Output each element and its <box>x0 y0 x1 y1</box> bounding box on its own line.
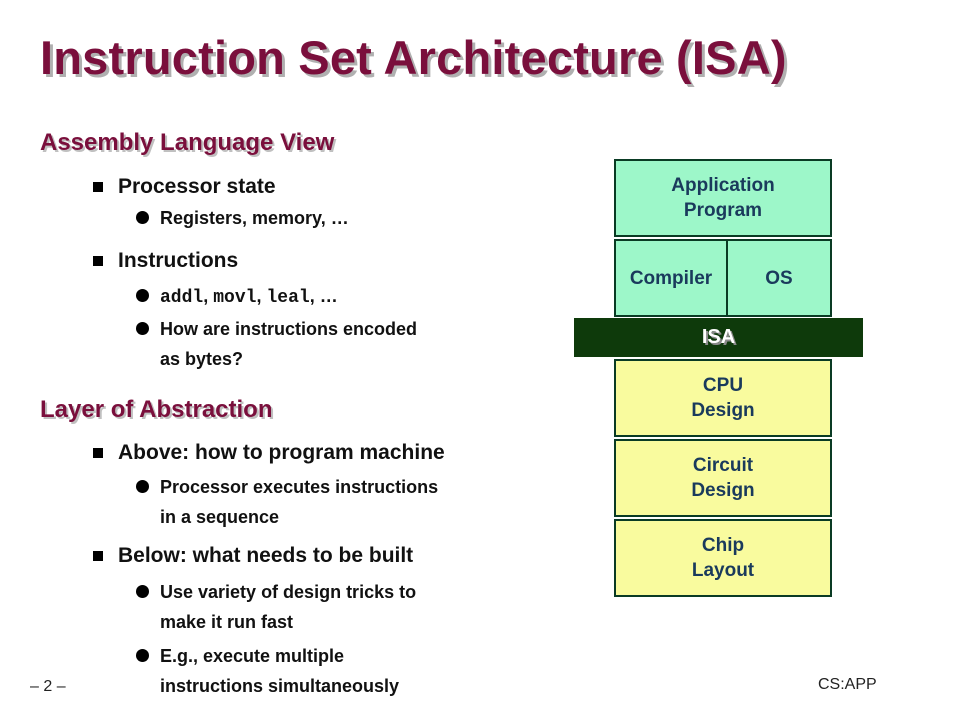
code-addl: addl <box>160 288 204 308</box>
code-movl: movl <box>213 288 257 308</box>
layer-circuit-design: Circuit Design <box>614 439 832 517</box>
bullet-text: Instructions <box>118 249 239 272</box>
subbullet-text: Registers, memory, … <box>160 208 349 228</box>
page-number: – 2 – <box>30 678 66 695</box>
layer-os: OS <box>726 239 832 317</box>
layer-chip-layout: Chip Layout <box>614 519 832 597</box>
layer-isa: ISA <box>574 318 863 357</box>
subbullet-text: How are instructions encoded as bytes? <box>160 319 418 369</box>
square-bullet-icon <box>93 551 103 561</box>
round-bullet-icon <box>136 289 149 302</box>
round-bullet-icon <box>136 649 149 662</box>
round-bullet-icon <box>136 322 149 335</box>
subbullet-text: Processor executes instructions in a seq… <box>160 477 439 527</box>
code-leal: leal <box>266 288 310 308</box>
square-bullet-icon <box>93 448 103 458</box>
bullet-text: Above: how to program machine <box>118 441 445 464</box>
layer-compiler: Compiler <box>614 239 728 317</box>
layer-cpu-design: CPU Design <box>614 359 832 437</box>
layer-application-program: Application Program <box>614 159 832 237</box>
subbullet-text: Use variety of design tricks to make it … <box>160 582 417 632</box>
section-heading-assembly-view: Assembly Language View <box>40 129 335 156</box>
course-label: CS:APP <box>818 676 877 693</box>
round-bullet-icon <box>136 211 149 224</box>
bullet-text: Below: what needs to be built <box>118 544 414 567</box>
subbullet-text: addl, movl, leal, … <box>160 281 338 313</box>
square-bullet-icon <box>93 256 103 266</box>
section-heading-abstraction: Layer of Abstraction <box>40 396 273 423</box>
ellipsis-text: , … <box>309 286 338 306</box>
bullet-text: Processor state <box>118 175 276 198</box>
square-bullet-icon <box>93 182 103 192</box>
round-bullet-icon <box>136 585 149 598</box>
separator: , <box>256 286 267 306</box>
separator: , <box>203 286 214 306</box>
slide-title: Instruction Set Architecture (ISA) <box>40 31 787 84</box>
round-bullet-icon <box>136 480 149 493</box>
subbullet-text: E.g., execute multiple instructions simu… <box>160 646 400 696</box>
